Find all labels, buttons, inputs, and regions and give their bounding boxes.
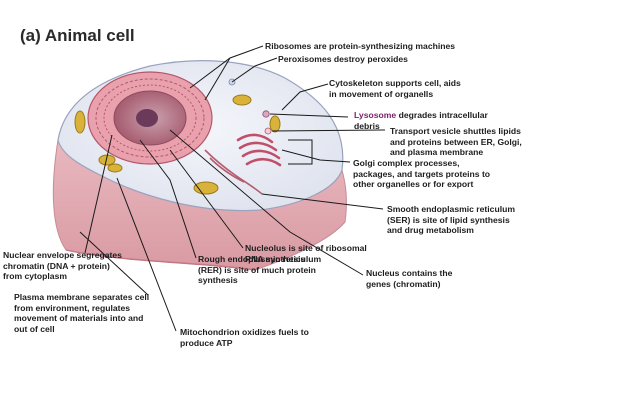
label-rer-line-3: synthesis <box>198 275 238 285</box>
label-cytoskeleton-line-2: in movement of organells <box>329 88 434 99</box>
golgi-bracket <box>288 139 313 165</box>
rough-er-fold-2 <box>103 84 197 152</box>
label-lysosome-line-2: debris <box>354 120 380 131</box>
label-rer-line-2: (RER) is site of much protein <box>198 264 316 275</box>
label-golgi: Golgi complex processes, packages, and t… <box>353 158 490 190</box>
figure-title: (a) Animal cell <box>20 26 135 45</box>
label-envelope-line-2: chromatin (DNA + protein) <box>3 260 110 271</box>
label-mito-line-2: produce ATP <box>180 337 233 348</box>
label-ser-line-2: (SER) is site of lipid synthesis <box>387 214 510 225</box>
label-nucleolus-line-2: RNA synthesis <box>245 253 306 264</box>
label-plasma-line-3: movement of materials into and <box>14 313 144 323</box>
label-lysosome-line-1: degrades intracellular <box>396 110 488 120</box>
label-nucleolus-line-1: Nucleolus is site of ribosomal <box>245 243 367 253</box>
label-envelope-line-3: from cytoplasm <box>3 271 67 281</box>
label-plasma-membrane: Plasma membrane separates cell from envi… <box>14 292 149 334</box>
label-transport-vesicle: Transport vesicle shuttles lipids and pr… <box>390 126 522 158</box>
label-golgi-line-3: other organelles or for export <box>353 179 474 189</box>
label-peroxisomes: Peroxisomes destroy peroxides <box>278 54 408 64</box>
label-nucleus: Nucleus contains the genes (chromatin) <box>366 268 452 289</box>
label-rough-er: Rough endoplasmic reticulum (RER) is sit… <box>198 254 321 286</box>
label-golgi-line-1: Golgi complex processes, <box>353 158 460 168</box>
label-plasma-line-1: Plasma membrane separates cell <box>14 292 150 302</box>
leader-lines <box>79 45 386 332</box>
nucleolus <box>136 109 158 127</box>
label-nucleolus: Nucleolus is site of ribosomal RNA synth… <box>245 243 367 264</box>
label-mito-line-1: Mitochondrion oxidizes fuels to <box>180 327 309 337</box>
label-ser-line-1: Smooth endoplasmic reticulum <box>387 204 515 214</box>
label-lysosome: Lysosome degrades intracellular debris <box>354 110 488 131</box>
label-ribosomes: Ribosomes are protein-synthesizing machi… <box>265 41 456 51</box>
label-cytoskeleton: Cytoskeleton supports cell, aids in move… <box>329 78 461 99</box>
label-envelope-line-1: Nuclear envelope segregates <box>3 250 122 260</box>
label-golgi-line-2: packages, and targets proteins to <box>353 168 491 179</box>
label-lysosome-term: Lysosome <box>354 110 397 120</box>
lysosome <box>262 110 270 118</box>
smooth-er <box>204 149 263 195</box>
rough-er-fold <box>95 78 205 158</box>
label-plasma-line-2: from environment, regulates <box>14 302 131 313</box>
label-transport-line-1: Transport vesicle shuttles lipids <box>390 126 521 136</box>
label-transport-line-2: and proteins between ER, Golgi, <box>390 136 522 147</box>
label-rer-line-1: Rough endoplasmic reticulum <box>198 254 322 264</box>
label-nucleus-line-2: genes (chromatin) <box>366 278 441 289</box>
golgi-complex <box>236 133 282 167</box>
label-transport-line-3: and plasma membrane <box>390 147 484 157</box>
cell-membrane-rim <box>65 249 256 271</box>
label-mitochondrion: Mitochondrion oxidizes fuels to produce … <box>180 327 309 348</box>
transport-vesicle <box>264 127 272 135</box>
label-ser-line-3: and drug metabolism <box>387 225 474 235</box>
label-smooth-er: Smooth endoplasmic reticulum (SER) is si… <box>387 204 515 236</box>
label-nucleus-line-1: Nucleus contains the <box>366 268 453 278</box>
label-cytoskeleton-line-1: Cytoskeleton supports cell, aids <box>329 78 461 88</box>
label-plasma-line-4: out of cell <box>14 323 55 334</box>
label-nuclear-envelope: Nuclear envelope segregates chromatin (D… <box>3 250 122 282</box>
